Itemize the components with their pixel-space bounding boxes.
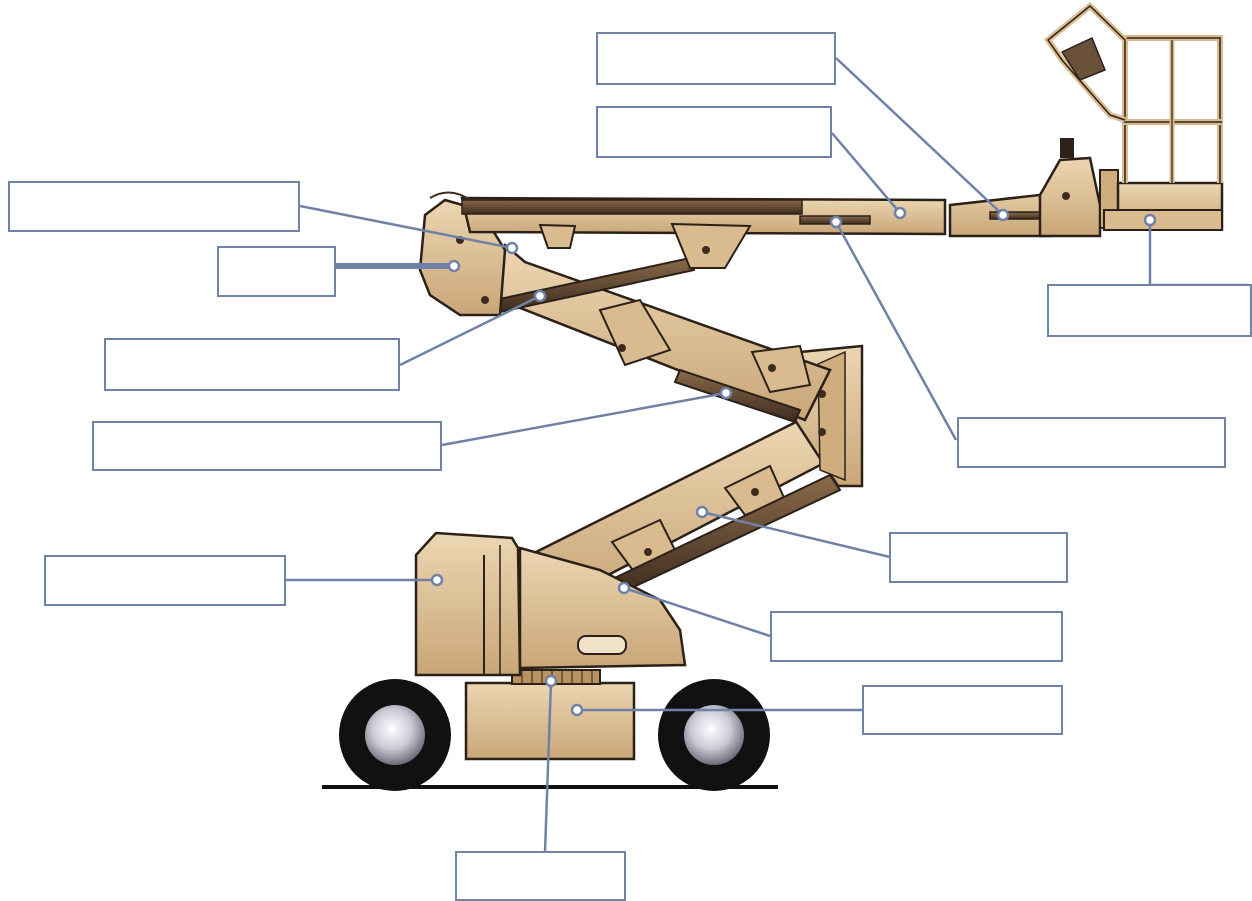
label-upper-riser-cylinder[interactable] [92,421,442,471]
label-boom-pivot[interactable] [217,246,336,297]
label-platform[interactable] [1047,284,1252,337]
anchor-lift-cylinder [619,583,629,593]
label-turntable[interactable] [455,851,626,901]
rear-wheel [339,679,451,791]
anchor-jib-cylinder [998,210,1008,220]
label-counterweight[interactable] [44,555,286,606]
label-lift-cylinder[interactable] [770,611,1063,662]
label-lower-boom[interactable] [889,532,1068,583]
anchor-upper-riser-cylinder [721,388,731,398]
label-upper-boom-cylinder[interactable] [8,181,300,232]
counterweight-shape [416,533,520,675]
label-upper-boom[interactable] [596,106,832,158]
anchor-boom-extension-cylinder [831,217,841,227]
anchor-turntable [546,676,556,686]
anchor-upper-boom [895,208,905,218]
anchor-lower-riser-cylinder [535,291,545,301]
anchor-lower-boom [697,507,707,517]
anchor-boom-pivot [449,261,459,271]
jib-shape [950,180,1050,236]
anchor-upper-boom-cylinder [507,243,517,253]
anchor-platform [1145,215,1155,225]
front-wheel [658,679,770,791]
label-boom-extension-cylinder[interactable] [957,417,1226,468]
anchor-counterweight [432,575,442,585]
label-chassis[interactable] [862,685,1063,735]
label-jib-cylinder[interactable] [596,32,836,85]
label-lower-riser-cylinder[interactable] [104,338,400,391]
anchor-chassis [572,705,582,715]
